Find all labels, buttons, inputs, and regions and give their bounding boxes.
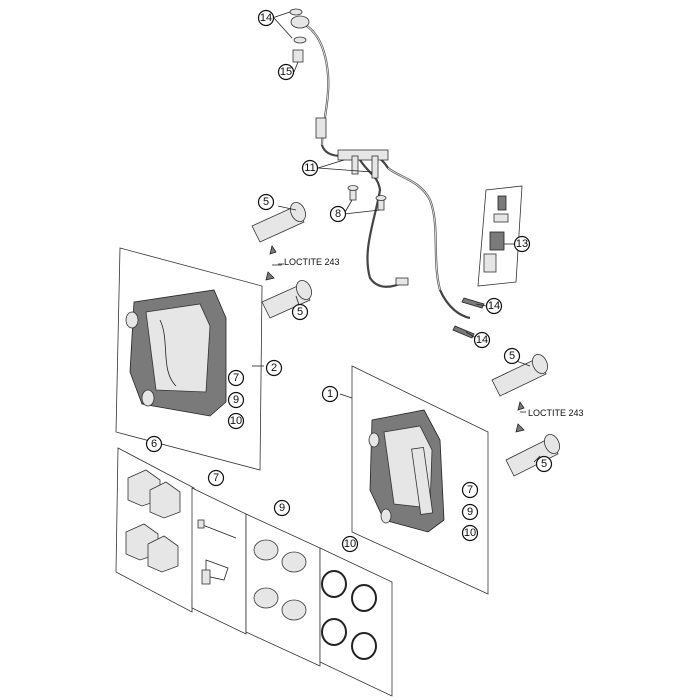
callout-9-a: 9 — [227, 391, 245, 409]
callout-7-b: 7 — [207, 469, 225, 487]
svg-text:9: 9 — [467, 506, 473, 518]
loctite-label-right: LOCTITE 243 — [528, 408, 584, 418]
brake-pads-panel — [115, 447, 195, 613]
brake-line-assembly — [289, 8, 485, 339]
caliper-right-panel — [351, 365, 489, 595]
svg-text:7: 7 — [213, 472, 219, 484]
callout-14-mid: 14 — [485, 297, 503, 315]
svg-text:9: 9 — [233, 394, 239, 406]
leader-lines — [252, 11, 541, 463]
callout-5-b: 5 — [291, 303, 309, 321]
svg-text:9: 9 — [279, 502, 285, 514]
svg-text:14: 14 — [476, 334, 488, 346]
pad-pin-kit-panel — [191, 487, 247, 635]
loctite-label-left: LOCTITE 243 — [284, 257, 340, 267]
caliper-pin-group-left — [251, 202, 312, 319]
callout-15: 15 — [277, 63, 295, 81]
svg-text:11: 11 — [304, 162, 315, 174]
svg-text:5: 5 — [509, 350, 515, 362]
callout-9-b: 9 — [273, 499, 291, 517]
callout-9-c: 9 — [461, 503, 479, 521]
callout-14-low: 14 — [473, 331, 491, 349]
caliper-left-panel — [115, 247, 263, 471]
callout-5-d: 5 — [535, 455, 553, 473]
svg-text:5: 5 — [541, 458, 547, 470]
callout-7-c: 7 — [461, 481, 479, 499]
piston-kit-panel — [245, 513, 321, 667]
callout-13: 13 — [513, 235, 531, 253]
svg-text:10: 10 — [464, 527, 476, 539]
callout-10-c: 10 — [461, 524, 479, 542]
loctite-text-left: LOCTITE 243 — [284, 257, 340, 267]
svg-text:14: 14 — [488, 300, 500, 312]
callout-10-a: 10 — [227, 412, 245, 430]
svg-text:5: 5 — [263, 196, 269, 208]
callout-6: 6 — [145, 435, 163, 453]
svg-text:13: 13 — [516, 238, 528, 250]
svg-text:10: 10 — [344, 538, 356, 550]
svg-text:7: 7 — [467, 484, 473, 496]
svg-text:2: 2 — [271, 362, 277, 374]
callout-11: 11 — [301, 159, 319, 177]
callout-5-a: 5 — [257, 193, 275, 211]
seal-kit-panel — [319, 547, 393, 697]
svg-text:8: 8 — [335, 208, 341, 220]
caliper-pin-group-right — [491, 354, 560, 477]
callout-8: 8 — [329, 205, 347, 223]
loctite-text-right: LOCTITE 243 — [528, 408, 584, 418]
svg-text:10: 10 — [230, 415, 242, 427]
callout-5-c: 5 — [503, 347, 521, 365]
callout-10-b: 10 — [341, 535, 359, 553]
callout-7-a: 7 — [227, 369, 245, 387]
svg-text:1: 1 — [327, 388, 333, 400]
bleed-valve-kit — [477, 185, 523, 287]
svg-text:14: 14 — [260, 12, 272, 24]
svg-text:6: 6 — [151, 438, 157, 450]
svg-text:5: 5 — [297, 306, 303, 318]
svg-text:15: 15 — [280, 66, 292, 78]
callout-2: 2 — [265, 359, 283, 377]
svg-text:7: 7 — [233, 372, 239, 384]
callout-14-top: 14 — [257, 9, 275, 27]
callout-1: 1 — [321, 385, 339, 403]
